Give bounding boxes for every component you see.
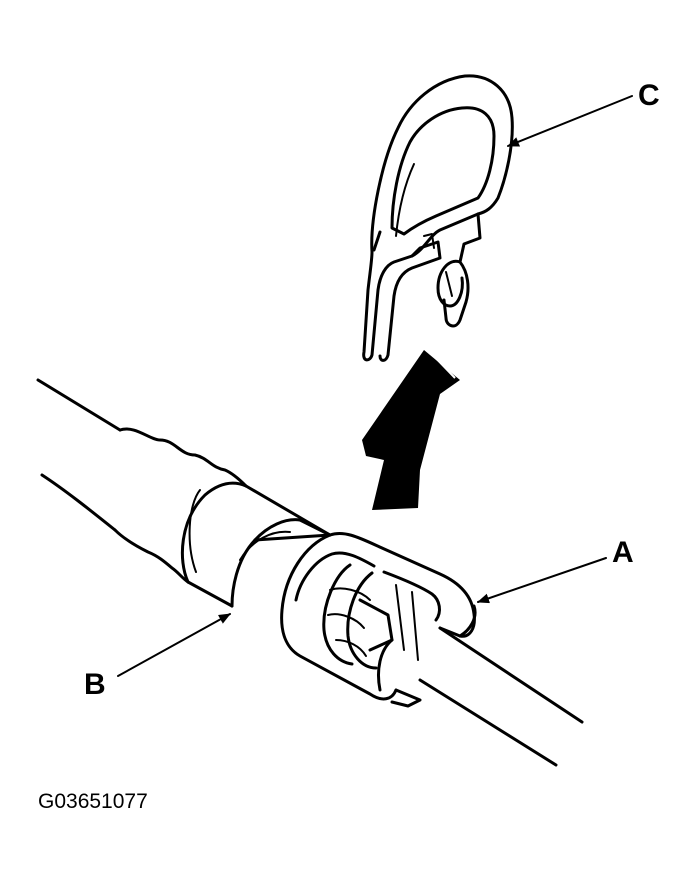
label-b: B	[84, 668, 106, 701]
leader-lines	[117, 95, 633, 677]
fuel-line-tube-icon	[36, 378, 332, 608]
figure-code: G03651077	[38, 790, 148, 813]
quick-connector-body-icon	[280, 518, 584, 767]
leader-line-c	[507, 95, 633, 147]
leader-line-b	[117, 613, 231, 677]
removal-direction-arrow-icon	[362, 350, 460, 510]
retainer-clip-icon	[362, 74, 514, 362]
label-a: A	[612, 536, 634, 569]
label-c: C	[638, 79, 660, 112]
leader-line-a	[477, 557, 607, 604]
